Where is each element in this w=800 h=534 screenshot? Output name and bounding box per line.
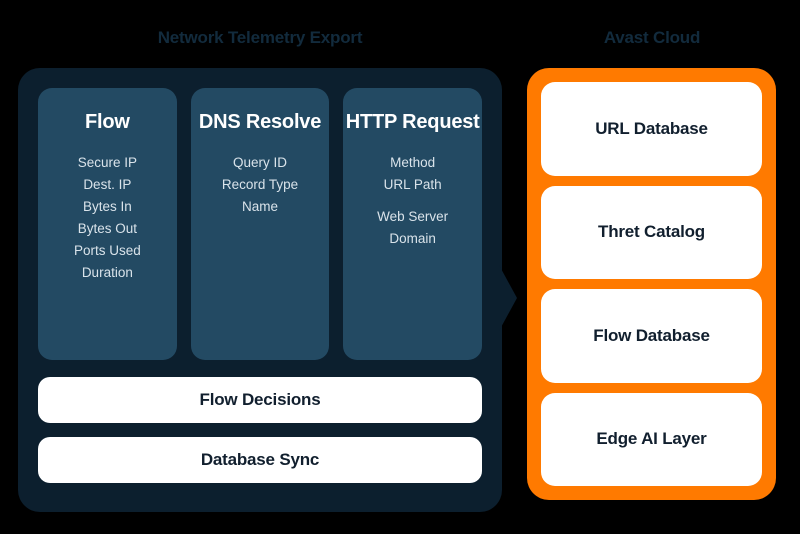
list-item: Name [242, 199, 279, 214]
telemetry-columns: Flow Secure IP Dest. IP Bytes In Bytes O… [38, 88, 483, 360]
list-item: Query ID [233, 155, 288, 170]
flow-arrow-icon [499, 265, 517, 331]
list-item: Bytes In [82, 199, 132, 214]
bar-database-sync[interactable]: Database Sync [38, 437, 482, 483]
list-item: URL Path [383, 177, 442, 192]
column-http-request-items: Method URL Path Web Server Domain [377, 152, 448, 250]
column-flow-items: Secure IP Dest. IP Bytes In Bytes Out Po… [74, 152, 141, 284]
list-item: Record Type [221, 177, 299, 192]
column-dns-resolve: DNS Resolve Query ID Record Type Name [190, 88, 330, 360]
cloud-card-thret-catalog[interactable]: Thret Catalog [541, 185, 762, 279]
list-item: Method [390, 155, 436, 170]
list-item: Secure IP [77, 155, 137, 170]
cloud-card-url-database[interactable]: URL Database [541, 82, 762, 176]
cloud-card-edge-ai-layer[interactable]: Edge AI Layer [541, 392, 762, 486]
list-item: Duration [81, 265, 133, 280]
list-item: Bytes Out [77, 221, 137, 236]
list-item: Dest. IP [83, 177, 132, 192]
column-flow: Flow Secure IP Dest. IP Bytes In Bytes O… [38, 88, 177, 360]
column-http-request-title: HTTP Request [345, 111, 480, 133]
left-section-title: Network Telemetry Export [157, 28, 363, 47]
column-flow-title: Flow [84, 111, 130, 133]
list-item: Web Server Domain [377, 209, 449, 246]
column-dns-resolve-items: Query ID Record Type Name [222, 152, 298, 218]
column-dns-resolve-title: DNS Resolve [198, 111, 322, 133]
column-http-request: HTTP Request Method URL Path Web Server … [343, 88, 483, 360]
bar-flow-decisions[interactable]: Flow Decisions [38, 377, 482, 423]
cloud-card-flow-database[interactable]: Flow Database [541, 289, 762, 383]
list-item: Ports Used [73, 243, 141, 258]
process-bars: Flow Decisions Database Sync [38, 377, 482, 483]
right-section-title: Avast Cloud [603, 28, 701, 47]
cloud-panel: URL Database Thret Catalog Flow Database… [527, 68, 776, 500]
